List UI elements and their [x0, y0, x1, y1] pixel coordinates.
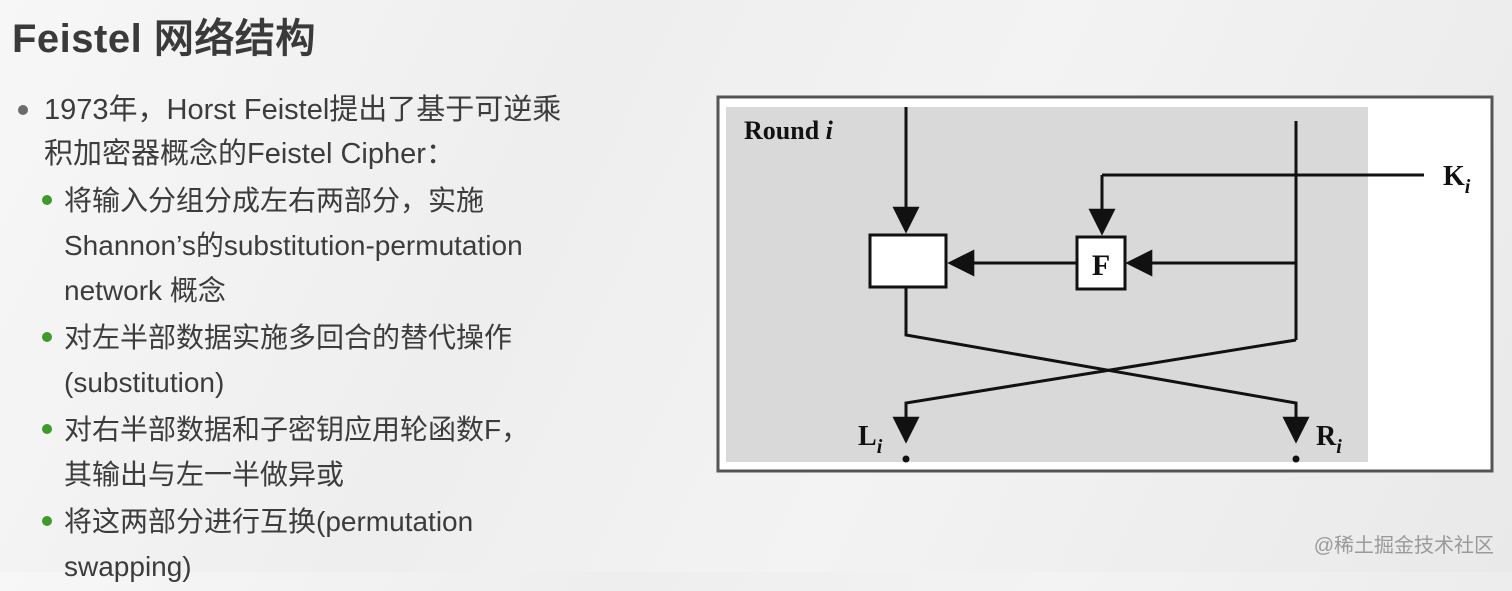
sub-bullet-1-line-1: 将输入分组分成左右两部分，实施 [64, 185, 485, 216]
sub-bullet-list: 将输入分组分成左右两部分，实施 Shannon’s的substitution-p… [40, 178, 676, 589]
key-label: Ki [1443, 161, 1471, 198]
sub-bullet-2-line-1: 对左半部数据实施多回合的替代操作 [64, 322, 513, 353]
green-bullet-dot-icon [42, 332, 52, 342]
slide-title: Feistel 网络结构 [12, 17, 316, 61]
sub-bullet-4: 将这两部分进行互换(permutation swapping) [40, 499, 676, 589]
round-label: Round i [744, 116, 834, 145]
sub-bullet-1-line-3: network 概念 [64, 275, 226, 306]
sub-bullet-1-line-2: Shannon’s的substitution-permutation [64, 230, 523, 261]
feistel-round-diagram: Round i Ki F Li Ri [716, 95, 1494, 473]
sub-bullet-3-line-1: 对右半部数据和子密钥应用轮函数F， [64, 414, 530, 445]
l-output-dot [902, 455, 910, 463]
right-cross-line [892, 338, 1297, 444]
green-bullet-dot-icon [42, 424, 52, 434]
bullet-main: 1973年，Horst Feistel提出了基于可逆乘 积加密器概念的Feist… [16, 88, 676, 176]
r-output-dot [1292, 455, 1300, 463]
sub-bullet-3-line-2: 其输出与左一半做异或 [64, 459, 345, 490]
xor-box [868, 233, 948, 289]
sub-bullet-2: 对左半部数据实施多回合的替代操作 (substitution) [40, 315, 676, 405]
sub-bullet-2-line-2: (substitution) [64, 367, 225, 398]
left-cross-line [904, 287, 1310, 444]
l-output-label: Li [858, 421, 883, 458]
r-output-label: Ri [1316, 421, 1342, 458]
sub-bullet-4-line-1: 将这两部分进行互换(permutation [64, 506, 474, 537]
bullet-main-line-2: 积加密器概念的Feistel Cipher： [44, 138, 455, 170]
bullet-main-line-1: 1973年，Horst Feistel提出了基于可逆乘 [44, 94, 562, 126]
sub-bullet-3: 对右半部数据和子密钥应用轮函数F， 其输出与左一半做异或 [40, 407, 676, 497]
sub-bullet-4-line-2: swapping) [64, 551, 192, 582]
watermark: @稀土掘金技术社区 [1313, 535, 1494, 557]
f-box [1075, 235, 1127, 291]
green-bullet-dot-icon [42, 516, 52, 526]
bullet-dot-icon [18, 105, 28, 115]
f-label: F [1092, 249, 1110, 282]
round-region [726, 107, 1368, 462]
green-bullet-dot-icon [42, 195, 52, 205]
bullet-list: 1973年，Horst Feistel提出了基于可逆乘 积加密器概念的Feist… [16, 88, 676, 591]
sub-bullet-1: 将输入分组分成左右两部分，实施 Shannon’s的substitution-p… [40, 178, 676, 313]
